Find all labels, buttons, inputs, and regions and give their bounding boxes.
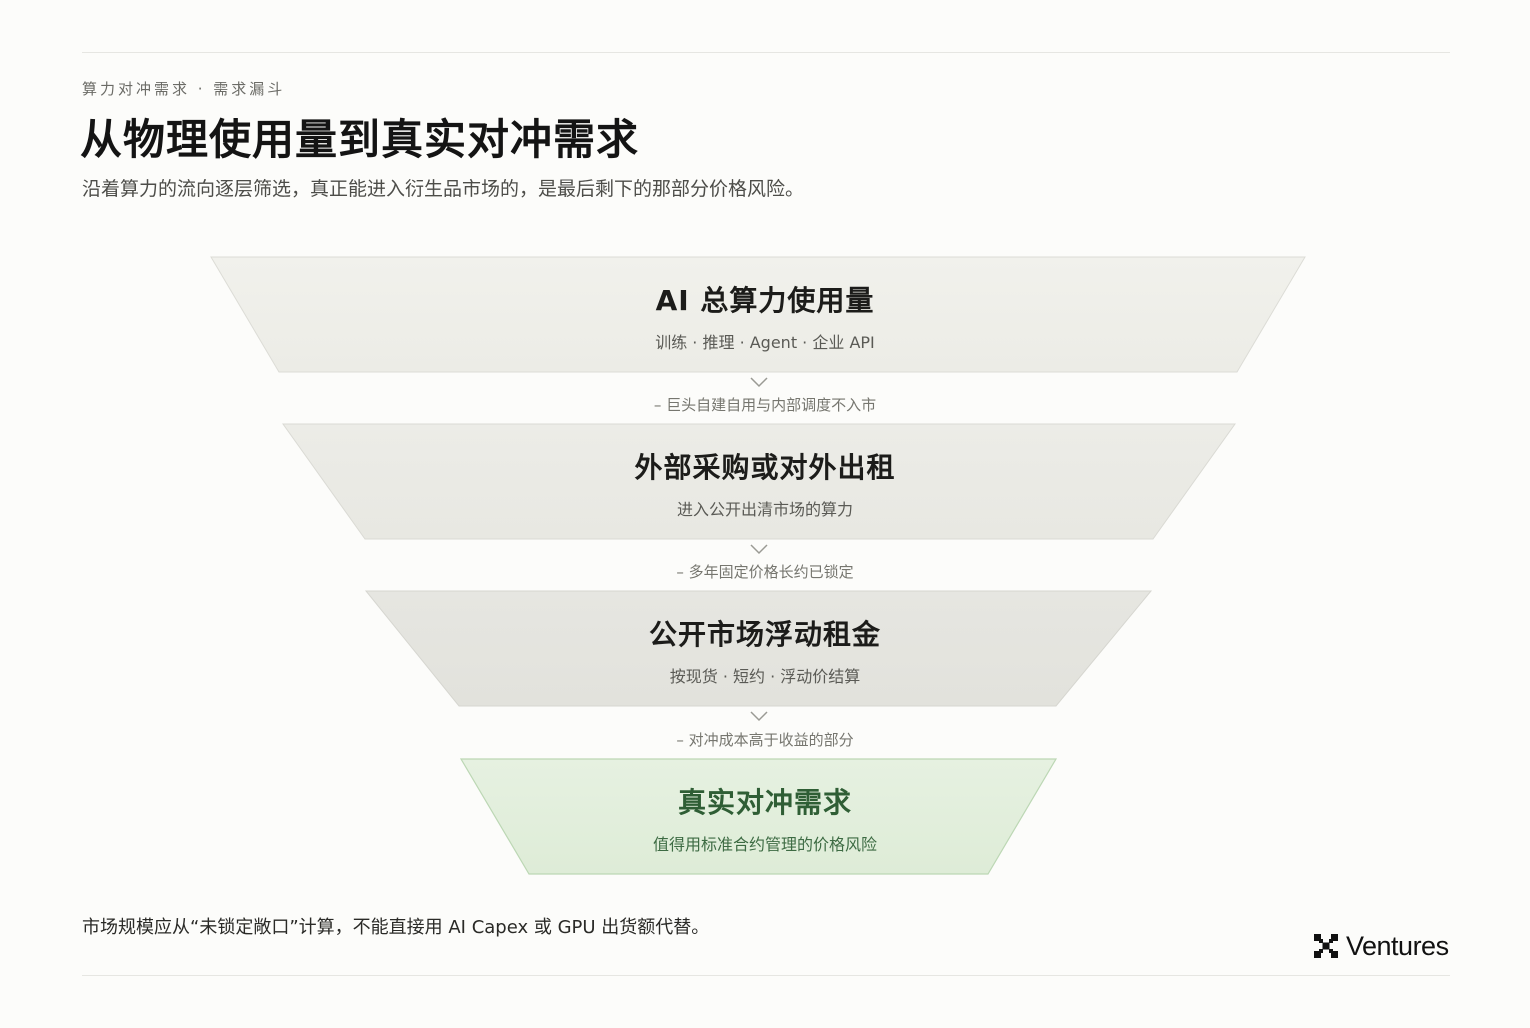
brand-name: Ventures bbox=[1346, 930, 1449, 961]
stage-title: 真实对冲需求 bbox=[677, 786, 852, 819]
page-title: 从物理使用量到真实对冲需求 bbox=[80, 115, 640, 164]
brand: Ventures bbox=[1314, 928, 1449, 964]
drop-label-1: – 巨头自建自用与内部调度不入市 bbox=[653, 396, 877, 414]
stage-subtitle: 进入公开出清市场的算力 bbox=[676, 500, 853, 519]
footnote: 市场规模应从“未锁定敞口”计算，不能直接用 AI Capex 或 GPU 出货额… bbox=[82, 917, 710, 938]
funnel-stage-1-label: AI 总算力使用量 训练 · 推理 · Agent · 企业 API bbox=[465, 279, 1065, 353]
bottom-divider bbox=[82, 975, 1450, 976]
stage-subtitle: 训练 · 推理 · Agent · 企业 API bbox=[655, 333, 875, 352]
top-divider bbox=[82, 52, 1450, 53]
page-subtitle: 沿着算力的流向逐层筛选，真正能进入衍生品市场的，是最后剩下的那部分价格风险。 bbox=[82, 178, 805, 200]
stage-title: 公开市场浮动租金 bbox=[648, 618, 881, 651]
drop-label-2: – 多年固定价格长约已锁定 bbox=[676, 563, 854, 581]
x-logo-icon bbox=[1314, 934, 1338, 958]
stage-title: AI 总算力使用量 bbox=[655, 284, 875, 317]
chevron-down-icon bbox=[750, 377, 768, 388]
stage-title: 外部采购或对外出租 bbox=[634, 451, 896, 484]
eyebrow: 算力对冲需求 · 需求漏斗 bbox=[82, 80, 286, 98]
chevron-down-icon bbox=[750, 711, 768, 722]
stage-subtitle: 按现货 · 短约 · 浮动价结算 bbox=[669, 667, 861, 686]
stage-subtitle: 值得用标准合约管理的价格风险 bbox=[652, 835, 877, 854]
drop-label-3: – 对冲成本高于收益的部分 bbox=[676, 731, 854, 749]
chevron-down-icon bbox=[750, 544, 768, 555]
funnel-stage-4-label: 真实对冲需求 值得用标准合约管理的价格风险 bbox=[465, 781, 1065, 855]
funnel-stage-2-label: 外部采购或对外出租 进入公开出清市场的算力 bbox=[465, 446, 1065, 520]
funnel-stage-3-label: 公开市场浮动租金 按现货 · 短约 · 浮动价结算 bbox=[465, 613, 1065, 687]
